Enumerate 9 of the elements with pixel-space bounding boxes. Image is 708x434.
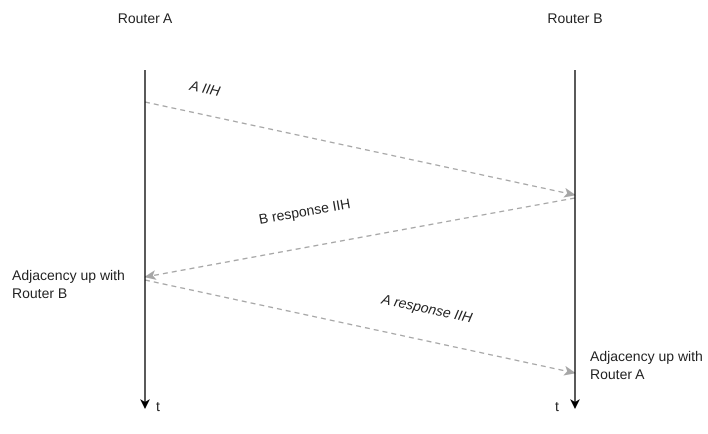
- message-arrow: [144, 197, 576, 280]
- status-note: Adjacency up with Router B: [12, 266, 126, 302]
- message-arrow: [144, 101, 576, 198]
- lifeline-title: Router B: [546, 10, 604, 26]
- lifeline-title: Router A: [116, 10, 174, 26]
- time-label: t: [555, 397, 560, 415]
- message-arrow: [144, 279, 576, 376]
- status-note: Adjacency up with Router A: [590, 347, 704, 383]
- time-label: t: [156, 397, 161, 415]
